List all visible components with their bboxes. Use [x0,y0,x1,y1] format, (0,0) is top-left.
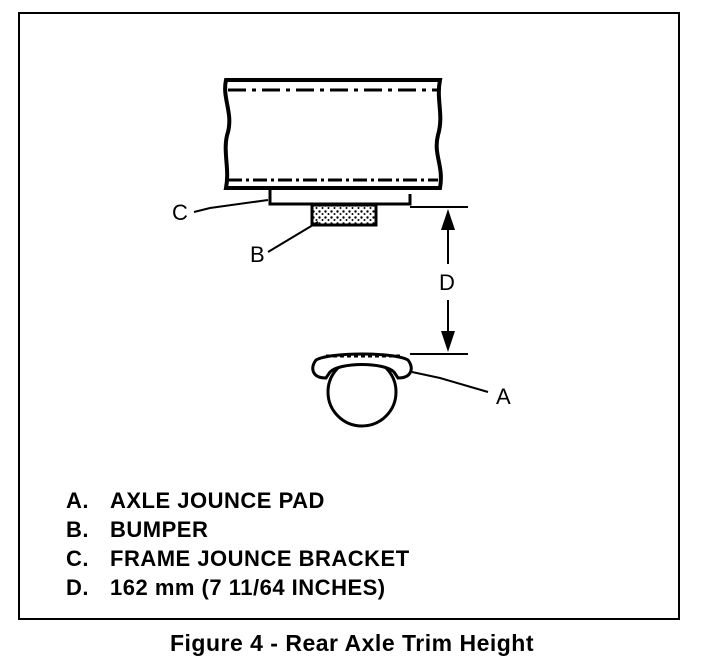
axle-jounce-pad [311,352,413,380]
legend-item: B.BUMPER [66,517,209,542]
leader-a [411,371,489,393]
figure-caption: Figure 4 - Rear Axle Trim Height [169,630,535,656]
rear-axle-diagram: C B D A [172,78,511,428]
frame-rail [223,78,443,190]
dimension-d [410,206,468,355]
legend: A.AXLE JOUNCE PAD B.BUMPER C.FRAME JOUNC… [66,486,410,602]
figure-frame [18,12,680,620]
legend-item: C.FRAME JOUNCE BRACKET [66,546,410,571]
leader-b [267,221,319,253]
legend-item: D.162 mm (7 11/64 INCHES) [66,575,386,600]
leader-c [193,199,269,213]
label-b: B [250,242,265,267]
legend-item: A.AXLE JOUNCE PAD [66,488,325,513]
bumper [310,203,378,227]
label-c: C [172,200,188,225]
frame-jounce-bracket [268,188,412,206]
label-a: A [496,384,511,409]
label-d: D [439,270,455,295]
